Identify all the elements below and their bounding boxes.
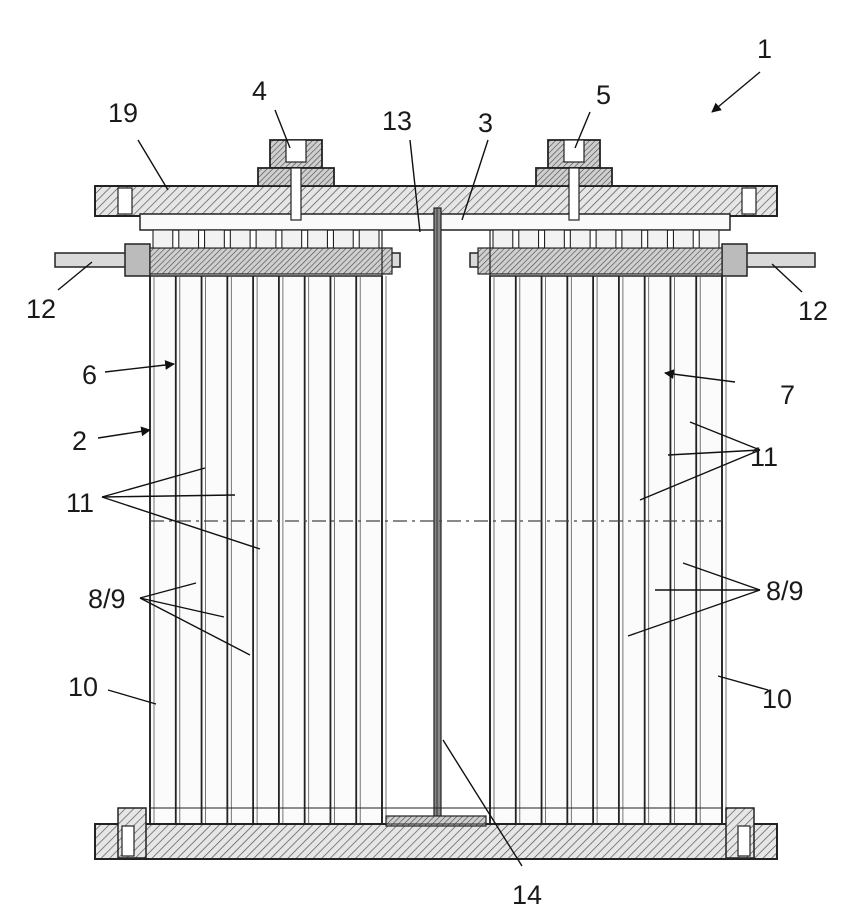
- stack-7-spacer-tooth: [648, 230, 668, 248]
- ref-8-9-right: 8/9: [766, 576, 804, 606]
- stack-7-spacer-tooth: [699, 230, 719, 248]
- stack-7-spacer-tooth: [493, 230, 513, 248]
- stack-6-spacer-tooth: [282, 230, 302, 248]
- ref-11-left: 11: [66, 488, 94, 518]
- stack-6-spacer-tooth: [153, 230, 173, 248]
- ref-14: 14: [512, 880, 542, 910]
- ref-8-9-left: 8/9: [88, 584, 126, 614]
- stack-7-spacer-tooth: [673, 230, 693, 248]
- ref-10-left: 10: [68, 672, 98, 702]
- ref-12-left: 12: [26, 294, 56, 324]
- ref-5: 5: [596, 80, 611, 110]
- stack-6-spacer-tooth: [179, 230, 199, 248]
- stack-7: [490, 276, 726, 824]
- stack-6-spacer-tooth: [230, 230, 250, 248]
- stack-6-spacer-tooth: [308, 230, 328, 248]
- ref-19: 19: [108, 98, 138, 128]
- ref-13: 13: [382, 106, 412, 136]
- ref-7: 7: [780, 380, 795, 410]
- ref-1: 1: [757, 34, 772, 64]
- ref-3: 3: [478, 108, 493, 138]
- stack-7-spacer-tooth: [570, 230, 590, 248]
- ref-12-right: 12: [798, 296, 828, 326]
- stack-6-spacer-tooth: [256, 230, 276, 248]
- stack-6-spacer-tooth: [359, 230, 379, 248]
- stack-6-spacer-tooth: [205, 230, 225, 248]
- stack-7-spacer-tooth: [622, 230, 642, 248]
- stack-7-spacer-tooth: [545, 230, 565, 248]
- centre-channel: [382, 208, 490, 830]
- ref-11-right: 11: [750, 442, 778, 472]
- stack-7-spacer-tooth: [519, 230, 539, 248]
- tie-rod-right: [470, 244, 815, 276]
- ref-10-right: 10: [762, 684, 792, 714]
- ref-2: 2: [72, 426, 87, 456]
- ref-6: 6: [82, 360, 97, 390]
- stack-6: [150, 276, 386, 824]
- ref-4: 4: [252, 76, 267, 106]
- stack-6-spacer-tooth: [333, 230, 353, 248]
- stack-7-spacer-tooth: [596, 230, 616, 248]
- tie-rod-left: [55, 244, 400, 276]
